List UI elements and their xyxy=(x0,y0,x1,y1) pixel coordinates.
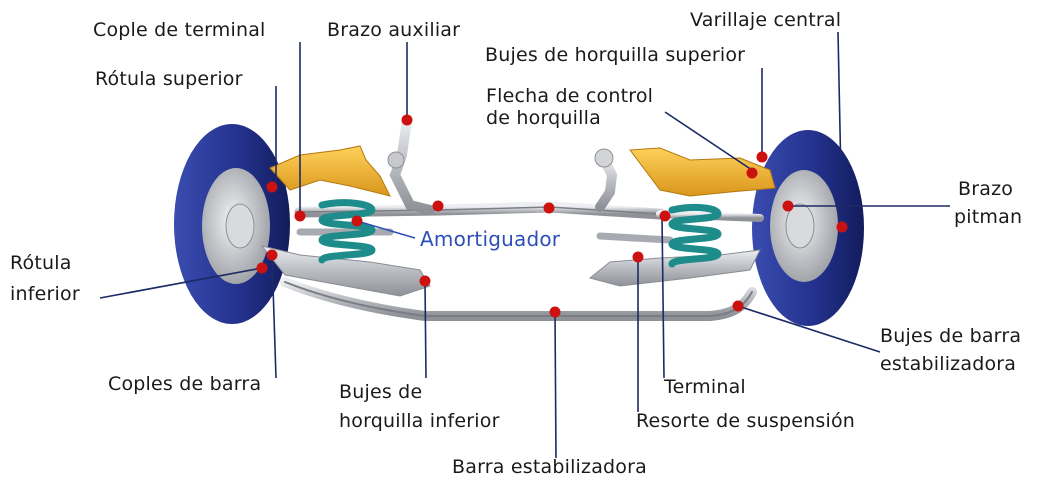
marker-dot xyxy=(295,211,306,222)
marker-dot xyxy=(257,263,268,274)
label-flecha-control-line1: Flecha de control xyxy=(486,85,653,107)
label-varillaje-central: Varillaje central xyxy=(690,9,841,31)
marker-dot xyxy=(660,211,671,222)
label-brazo-pitman-line2: pitman xyxy=(954,206,1022,228)
label-rotula-inferior-line1: Rótula xyxy=(10,252,72,274)
idler-arm xyxy=(388,120,430,210)
marker-dot xyxy=(550,307,561,318)
label-bujes-barra-estab-line2: estabilizadora xyxy=(880,353,1016,375)
marker-dot xyxy=(420,276,431,287)
marker-dot xyxy=(757,152,768,163)
pitman-arm-assembly xyxy=(595,149,613,207)
upper-control-arms xyxy=(270,146,775,196)
label-rotula-superior: Rótula superior xyxy=(95,68,243,90)
label-rotula-inferior-line2: inferior xyxy=(10,283,80,305)
marker-dot xyxy=(267,182,278,193)
marker-dot xyxy=(544,203,555,214)
label-brazo-auxiliar: Brazo auxiliar xyxy=(327,19,460,41)
marker-dot xyxy=(747,168,758,179)
marker-dot xyxy=(402,115,413,126)
label-bujes-horquilla-superior: Bujes de horquilla superior xyxy=(485,44,745,66)
label-bujes-horquilla-inferior-line2: horquilla inferior xyxy=(339,410,500,432)
label-bujes-horquilla-inferior-line1: Bujes de xyxy=(339,381,422,403)
marker-dot xyxy=(267,250,278,261)
label-resorte-suspension: Resorte de suspensión xyxy=(636,410,855,432)
marker-dot xyxy=(783,201,794,212)
label-barra-estabilizadora: Barra estabilizadora xyxy=(452,456,647,478)
marker-dot xyxy=(633,252,644,263)
label-coples-barra: Coples de barra xyxy=(108,373,261,395)
marker-dot xyxy=(352,216,363,227)
label-amortiguador: Amortiguador xyxy=(420,228,560,250)
label-flecha-control-line2: de horquilla xyxy=(486,107,601,129)
label-terminal: Terminal xyxy=(664,376,746,398)
marker-dot xyxy=(733,301,744,312)
label-bujes-barra-estab-line1: Bujes de barra xyxy=(880,325,1021,347)
marker-dot xyxy=(837,222,848,233)
label-cople-terminal: Cople de terminal xyxy=(93,19,266,41)
label-brazo-pitman-line1: Brazo xyxy=(958,178,1013,200)
marker-dot xyxy=(433,201,444,212)
